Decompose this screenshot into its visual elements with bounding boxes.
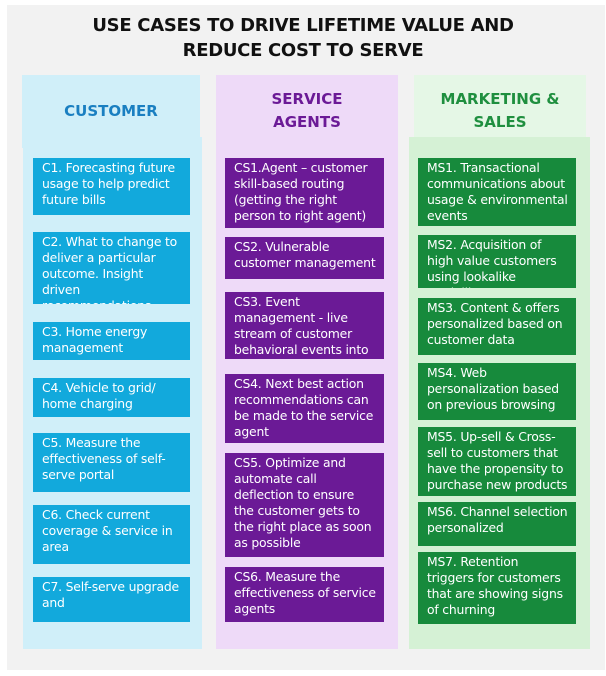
use-case-card-cs1: CS1.Agent – customer skill-based routing…	[225, 158, 384, 228]
header-marketing-sales: MARKETING & SALES	[414, 75, 586, 147]
header-customer: CUSTOMER	[22, 75, 200, 148]
use-case-card-c7: C7. Self-serve upgrade and	[33, 577, 190, 622]
diagram-title: USE CASES TO DRIVE LIFETIME VALUE AND RE…	[0, 13, 606, 63]
use-case-card-cs3: CS3. Event management - live stream of c…	[225, 292, 384, 359]
title-line-1: USE CASES TO DRIVE LIFETIME VALUE AND	[92, 15, 514, 36]
use-case-card-ms2: MS2. Acquisition of high value customers…	[418, 235, 576, 288]
header-service-agents: SERVICE AGENTS	[216, 75, 398, 147]
use-case-card-ms1: MS1. Transactional communications about …	[418, 158, 576, 226]
use-case-card-ms3: MS3. Content & offers personalized based…	[418, 298, 576, 355]
use-case-card-cs5: CS5. Optimize and automate call deflecti…	[225, 453, 384, 557]
use-case-card-ms4: MS4. Web personalization based on previo…	[418, 363, 576, 420]
use-case-card-c4: C4. Vehicle to grid/ home charging	[33, 378, 190, 417]
use-case-card-cs6: CS6. Measure the effectiveness of servic…	[225, 567, 384, 622]
use-case-card-c6: C6. Check current coverage & service in …	[33, 505, 190, 564]
use-case-card-c5: C5. Measure the effectiveness of self-se…	[33, 433, 190, 492]
use-case-card-cs2: CS2. Vulnerable customer management	[225, 237, 384, 279]
use-case-card-cs4: CS4. Next best action recommendations ca…	[225, 374, 384, 443]
use-case-card-c3: C3. Home energy management	[33, 322, 190, 360]
use-case-card-c1: C1. Forecasting future usage to help pre…	[33, 158, 190, 215]
use-case-card-c2: C2. What to change to deliver a particul…	[33, 232, 190, 304]
use-case-card-ms6: MS6. Channel selection personalized	[418, 502, 576, 546]
use-case-card-ms7: MS7. Retention triggers for customers th…	[418, 552, 576, 624]
use-case-card-ms5: MS5. Up-sell & Cross-sell to customers t…	[418, 427, 576, 496]
title-line-2: REDUCE COST TO SERVE	[182, 40, 424, 61]
